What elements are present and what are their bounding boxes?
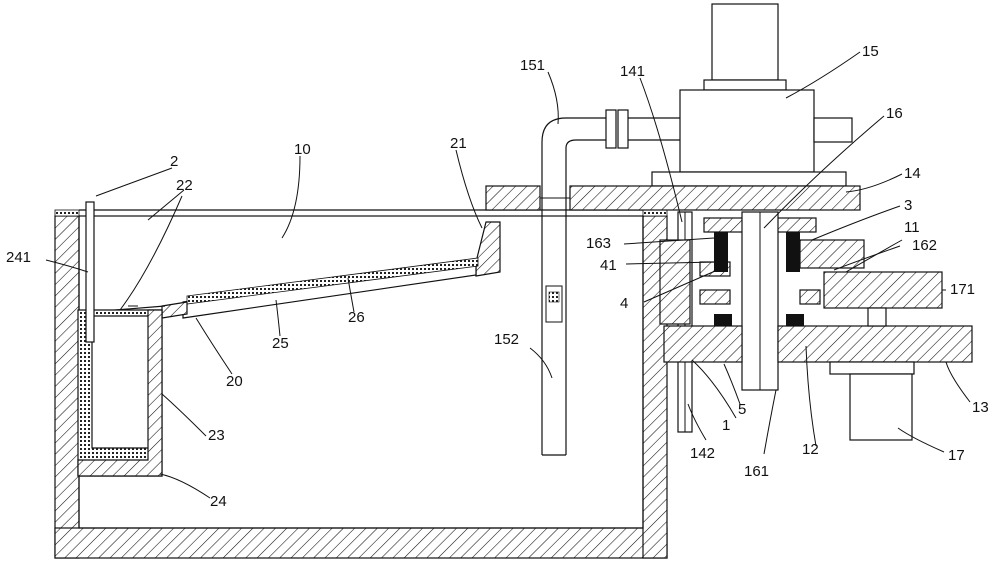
label-171: 171 [950, 281, 975, 298]
label-17: 17 [948, 447, 965, 464]
label-163: 163 [586, 235, 611, 252]
tank [54, 209, 668, 559]
pipe [541, 109, 680, 456]
label-20: 20 [226, 373, 243, 390]
collection-box [77, 201, 163, 477]
label-26: 26 [348, 309, 365, 326]
motor [651, 3, 853, 187]
label-141: 141 [620, 63, 645, 80]
label-13: 13 [972, 399, 989, 416]
label-241: 241 [6, 249, 31, 266]
label-14: 14 [904, 165, 921, 182]
label-24: 24 [210, 493, 227, 510]
leader-lines [45, 51, 971, 499]
label-16: 16 [886, 105, 903, 122]
label-11: 11 [904, 219, 920, 236]
label-22: 22 [176, 177, 193, 194]
label-23: 23 [208, 427, 225, 444]
label-41: 41 [600, 257, 617, 274]
top-plate [485, 185, 861, 211]
label-161: 161 [744, 463, 769, 480]
label-25: 25 [272, 335, 289, 352]
label-5: 5 [738, 401, 746, 418]
label-10: 10 [294, 141, 311, 158]
label-2: 2 [170, 153, 178, 170]
inclined-filter [89, 221, 501, 319]
label-152: 152 [494, 331, 519, 348]
label-162: 162 [912, 237, 937, 254]
label-3: 3 [904, 197, 912, 214]
label-15: 15 [862, 43, 879, 60]
mechanism [659, 211, 973, 441]
label-4: 4 [620, 295, 628, 312]
label-1: 1 [722, 417, 730, 434]
label-12: 12 [802, 441, 819, 458]
label-142: 142 [690, 445, 715, 462]
label-151: 151 [520, 57, 545, 74]
label-21: 21 [450, 135, 467, 152]
callout-labels: 2 22 10 21 151 141 15 16 14 3 11 162 163… [6, 43, 989, 510]
